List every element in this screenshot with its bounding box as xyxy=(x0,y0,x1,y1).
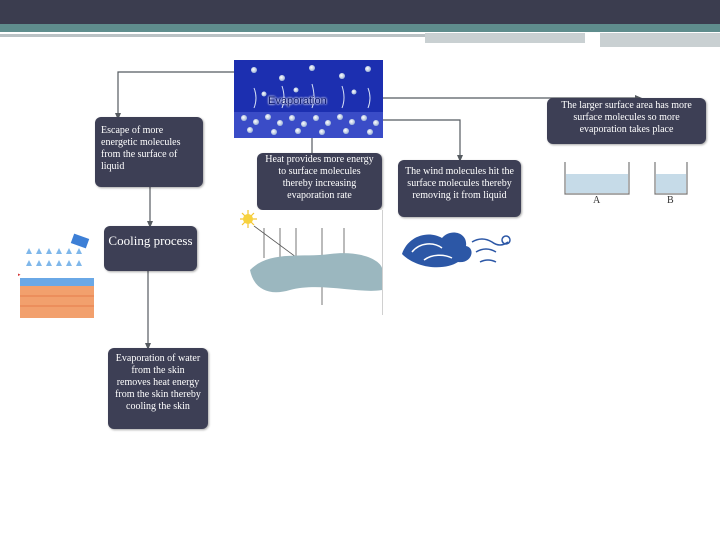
heat-diagram-image xyxy=(240,210,383,315)
skin-illustration: ▸ xyxy=(18,232,96,320)
wind-image xyxy=(398,224,518,274)
skin-sweat-image: ▸ xyxy=(18,232,96,320)
node-wind: The wind molecules hit the surface molec… xyxy=(398,160,521,217)
node-escape-energetic: Escape of more energetic molecules from … xyxy=(95,117,203,187)
node-wind-text: The wind molecules hit the surface molec… xyxy=(404,166,515,202)
node-escape-text: Escape of more energetic molecules from … xyxy=(101,125,197,173)
node-area-text: The larger surface area has more surface… xyxy=(553,100,700,136)
beakers-image: A B xyxy=(563,160,693,210)
wind-illustration xyxy=(398,224,518,274)
sun-radiation-illustration xyxy=(240,210,382,315)
svg-text:▸: ▸ xyxy=(18,272,21,278)
node-skin-evaporation: Evaporation of water from the skin remov… xyxy=(108,348,208,429)
beaker-a-label: A xyxy=(593,195,600,206)
beaker-b-label: B xyxy=(667,195,674,206)
node-cooling-text: Cooling process xyxy=(108,232,193,249)
node-cooling-process: Cooling process xyxy=(104,226,197,271)
evaporation-title: Evaporation xyxy=(268,95,327,107)
evaporation-image: Evaporation xyxy=(234,60,383,138)
node-heat-energy: Heat provides more energy to surface mol… xyxy=(257,153,382,210)
beakers-illustration xyxy=(563,160,693,196)
node-heat-text: Heat provides more energy to surface mol… xyxy=(263,154,376,202)
node-surface-area: The larger surface area has more surface… xyxy=(547,98,706,144)
node-skin-text: Evaporation of water from the skin remov… xyxy=(114,353,202,413)
